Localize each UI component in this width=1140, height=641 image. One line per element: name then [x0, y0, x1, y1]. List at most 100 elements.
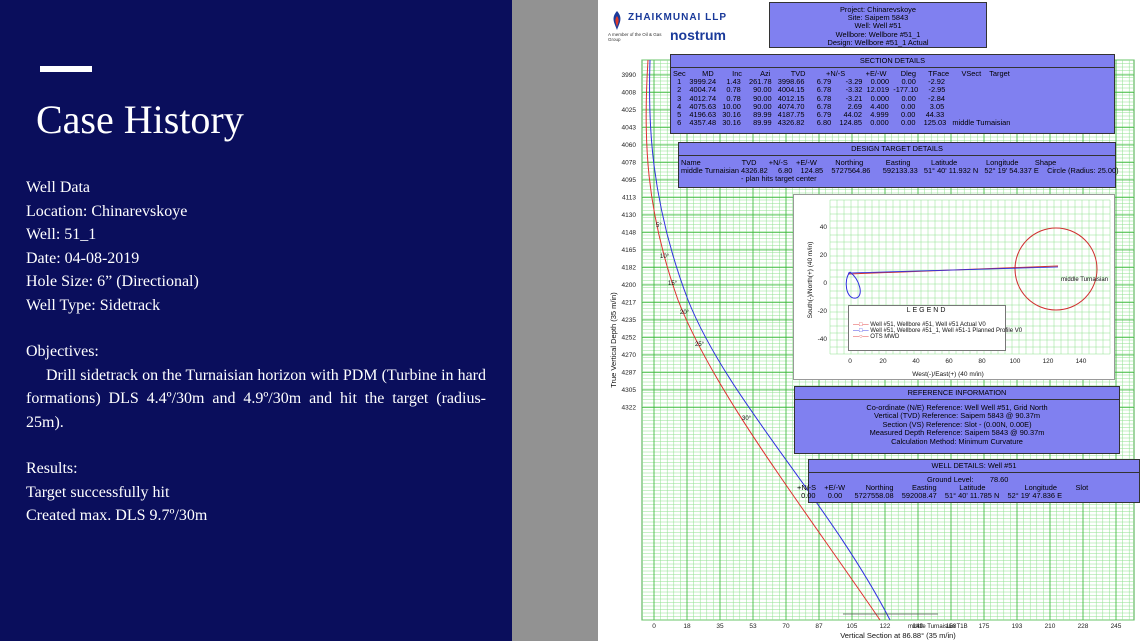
y-tick-label: 3990 [622, 72, 637, 79]
inclination-label: 20° [680, 310, 690, 316]
y-tick-label: 4043 [622, 125, 637, 132]
y-tick-label: 4095 [622, 177, 637, 184]
logo-brand: ZHAIKMUNAI LLP [628, 12, 727, 23]
y-tick-label: 4008 [622, 90, 637, 97]
y-tick-label: 4200 [622, 282, 637, 289]
y-tick-label: 4217 [622, 300, 637, 307]
y-tick-label: 4322 [622, 405, 637, 412]
objectives-heading: Objectives: [26, 343, 99, 360]
section-row: 5 4196.63 30.16 89.99 4187.75 6.79 44.02… [673, 110, 945, 120]
well-date: Date: 04-08-2019 [26, 249, 140, 267]
x-tick-label: 210 [1045, 623, 1056, 630]
x-axis-label: Vertical Section at 86.88° (35 m/in) [840, 631, 956, 640]
well-plot-document: ZHAIKMUNAI LLP A member of the Oil & Gas… [598, 0, 1140, 641]
x-tick-label: 105 [847, 623, 858, 630]
section-row: 6 4357.48 30.16 89.99 4326.82 6.80 124.8… [673, 118, 1011, 128]
section-row: 2 4004.74 0.78 90.00 4004.15 6.78 -3.32 … [673, 85, 946, 95]
logo-name: nostrum [670, 27, 726, 43]
y-tick-label: 4078 [622, 160, 637, 167]
legend-item: —○— OTS MWD [853, 334, 900, 340]
objectives-text: Drill sidetrack on the Turnaisian horizo… [26, 366, 486, 431]
inclination-label: 30° [742, 416, 752, 422]
result-item: Target successfully hit [26, 483, 170, 501]
y-tick-label: 4113 [622, 195, 636, 202]
results-heading: Results: [26, 460, 78, 477]
well-details-header: +N/-S +E/-W Northing Easting Latitude Lo… [797, 483, 1089, 493]
reference-title: REFERENCE INFORMATION [795, 387, 1119, 400]
y-tick-label: 4060 [622, 142, 637, 149]
flame-icon [613, 11, 621, 30]
hole-size: Hole Size: 6” (Directional) [26, 273, 199, 290]
x-tick-label: 193 [1012, 623, 1023, 630]
well-line: Well: Well #51 [854, 21, 902, 31]
wellbore-line: Wellbore: Wellbore #51_1 [835, 29, 921, 39]
reference-information-box: REFERENCE INFORMATION Co-ordinate (N/E) … [794, 386, 1120, 454]
title-accent-bar [40, 66, 92, 72]
section-details-table: SECTION DETAILS Sec MD Inc Azi TVD +N/-S… [670, 54, 1115, 134]
design-line: Design: Wellbore #51_1 Actual [827, 37, 929, 47]
y-tick-label: 4235 [622, 317, 637, 324]
reference-line: Vertical (TVD) Reference: Saipem 5843 @ … [873, 411, 1041, 421]
y-tick-label: 4182 [622, 265, 637, 272]
x-tick-label: 122 [880, 623, 891, 630]
well-data-heading: Well Data [26, 179, 91, 196]
design-target-table: DESIGN TARGET DETAILS Name TVD +N/-S +E/… [678, 142, 1119, 188]
x-tick-label: 0 [652, 623, 656, 630]
section-row: 1 3999.24 1.43 261.78 3998.66 6.79 -3.29… [673, 77, 945, 87]
inclination-label: 10° [660, 254, 670, 260]
y-tick-label: 4252 [622, 335, 637, 342]
slide-body: Well Data Location: Chinarevskoye Well: … [26, 176, 486, 528]
reference-line: Measured Depth Reference: Saipem 5843 @ … [869, 428, 1045, 438]
ground-level: Ground Level: 78.60 [927, 475, 1009, 484]
reference-line: Section (VS) Reference: Slot - (0.00N, 0… [882, 419, 1032, 429]
slide-text-panel: Case History Well Data Location: Chinare… [0, 0, 512, 641]
well-number: Well: 51_1 [26, 226, 97, 243]
reference-line: Calculation Method: Minimum Curvature [891, 436, 1023, 446]
reference-line: Co-ordinate (N/E) Reference: Well Well #… [866, 403, 1048, 412]
section-details-header: Sec MD Inc Azi TVD +N/-S +E/-W Dleg TFac… [673, 69, 1010, 78]
x-tick-label: 53 [749, 623, 757, 630]
legend-item: —□— Well #51, Wellbore #51, Well #51 Act… [853, 322, 986, 328]
x-tick-label: 158 [946, 623, 957, 630]
x-tick-label: 35 [716, 623, 724, 630]
y-axis-label: True Vertical Depth (35 m/in) [609, 292, 618, 388]
design-target-note: - plan hits target center [741, 174, 817, 184]
result-item: Created max. DLS 9.7º/30m [26, 507, 208, 524]
section-row: 4 4075.63 10.00 90.00 4074.70 6.78 2.69 … [673, 101, 945, 111]
section-row: 3 4012.74 0.78 90.00 4012.15 6.78 -3.21 … [673, 93, 945, 103]
well-details-box: WELL DETAILS: Well #51 Ground Level: 78.… [797, 459, 1140, 503]
x-tick-label: 87 [815, 623, 823, 630]
project-line: Project: Chinarevskoye [840, 5, 916, 14]
x-tick-label: 245 [1111, 623, 1122, 630]
company-logo: ZHAIKMUNAI LLP A member of the Oil & Gas… [604, 8, 754, 43]
inclination-label: 5° [656, 223, 662, 229]
logo-subtitle: A member of the Oil & Gas Group [608, 32, 662, 42]
plan-view-panel [793, 194, 1115, 380]
planned-profile-curve [649, 59, 891, 621]
well-type: Well Type: Sidetrack [26, 296, 161, 314]
design-target-header: Name TVD +N/-S +E/-W Northing Easting La… [681, 158, 1057, 167]
site-line: Site: Saipem 5843 [847, 13, 909, 23]
y-tick-label: 4165 [622, 247, 637, 254]
inclination-label: 15° [668, 281, 678, 287]
legend-box: LEGEND —□— Well #51, Wellbore #51, Well … [848, 305, 1023, 351]
inclination-label: 25° [695, 342, 705, 348]
y-tick-label: 4305 [622, 387, 637, 394]
slide-title: Case History [36, 97, 244, 142]
well-details-title: WELL DETAILS: Well #51 [809, 460, 1139, 473]
section-details-title: SECTION DETAILS [671, 55, 1114, 68]
x-tick-label: 140 [913, 623, 924, 630]
y-tick-label: 4148 [622, 230, 637, 237]
y-tick-label: 4287 [622, 370, 637, 377]
well-location: Location: Chinarevskoye [26, 202, 188, 220]
legend-title: LEGEND [906, 307, 948, 314]
image-gutter [512, 0, 598, 641]
y-tick-label: 4025 [622, 107, 637, 114]
legend-item: —□— Well #51, Wellbore #51_1, Well #51-1… [853, 328, 1023, 334]
target-label: middle Turnaisian T1B [908, 624, 968, 630]
x-tick-label: 175 [979, 623, 990, 630]
actual-profile-curve [645, 59, 881, 621]
project-info-box: Project: Chinarevskoye Site: Saipem 5843… [769, 2, 987, 48]
x-tick-label: 228 [1078, 623, 1089, 630]
design-target-title: DESIGN TARGET DETAILS [679, 143, 1115, 156]
